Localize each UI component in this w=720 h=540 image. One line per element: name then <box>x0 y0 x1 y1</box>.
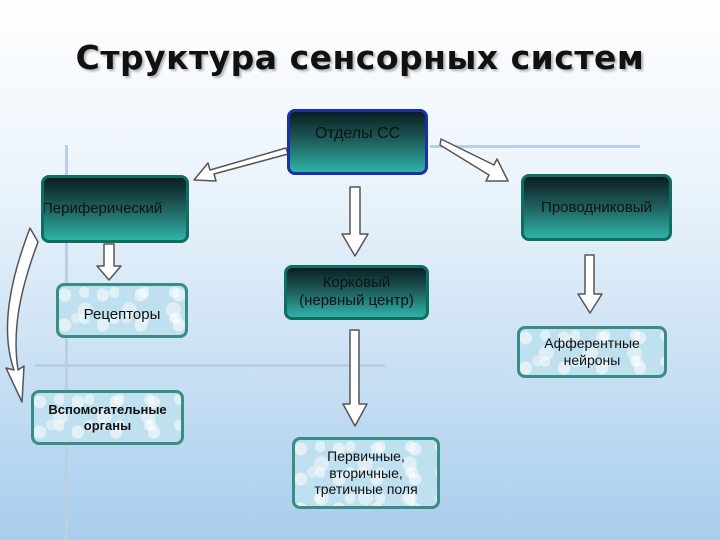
arrow-root-to-cortical <box>341 186 369 257</box>
arrow-conductive-to-afferent <box>577 254 603 314</box>
node-receptors-label: Рецепторы <box>83 305 161 323</box>
node-auxiliary-line1: Вспомогательные <box>48 401 167 417</box>
node-root-label: Отделы СС <box>314 125 401 142</box>
node-root: Отделы СС <box>287 109 428 175</box>
slide-title: Структура сенсорных систем <box>75 38 645 77</box>
node-peripheral: Периферический <box>41 175 189 243</box>
deco-horizontal-line-top <box>430 145 640 148</box>
arrow-peripheral-to-auxiliary <box>5 227 39 403</box>
node-auxiliary-line2: органы <box>83 417 132 433</box>
deco-vertical-line <box>65 145 68 540</box>
node-cortical: Корковый (нервный центр) <box>284 265 429 320</box>
node-fields-line3: третичные поля <box>314 481 418 498</box>
arrow-cortical-to-fields <box>342 329 368 427</box>
node-auxiliary: Вспомогательные органы <box>31 390 184 445</box>
node-conductive: Проводниковый <box>521 174 672 241</box>
node-conductive-label: Проводниковый <box>541 198 652 216</box>
node-receptors: Рецепторы <box>56 283 188 338</box>
node-fields: Первичные, вторичные, третичные поля <box>292 437 440 509</box>
node-cortical-line2: (нервный центр) <box>299 292 414 309</box>
deco-horizontal-line-mid <box>35 364 385 367</box>
node-fields-line2: вторичные, <box>329 464 403 481</box>
node-afferent-line2: нейроны <box>563 352 621 368</box>
node-afferent: Афферентные нейроны <box>517 326 667 378</box>
node-cortical-line1: Корковый <box>322 274 391 291</box>
arrow-peripheral-to-receptors <box>96 243 122 281</box>
node-peripheral-label: Периферический <box>42 200 163 217</box>
arrow-root-to-peripheral <box>193 147 289 182</box>
node-afferent-line1: Афферентные <box>544 335 640 352</box>
arrow-root-to-conductive <box>439 138 509 182</box>
node-fields-line1: Первичные, <box>327 447 405 464</box>
